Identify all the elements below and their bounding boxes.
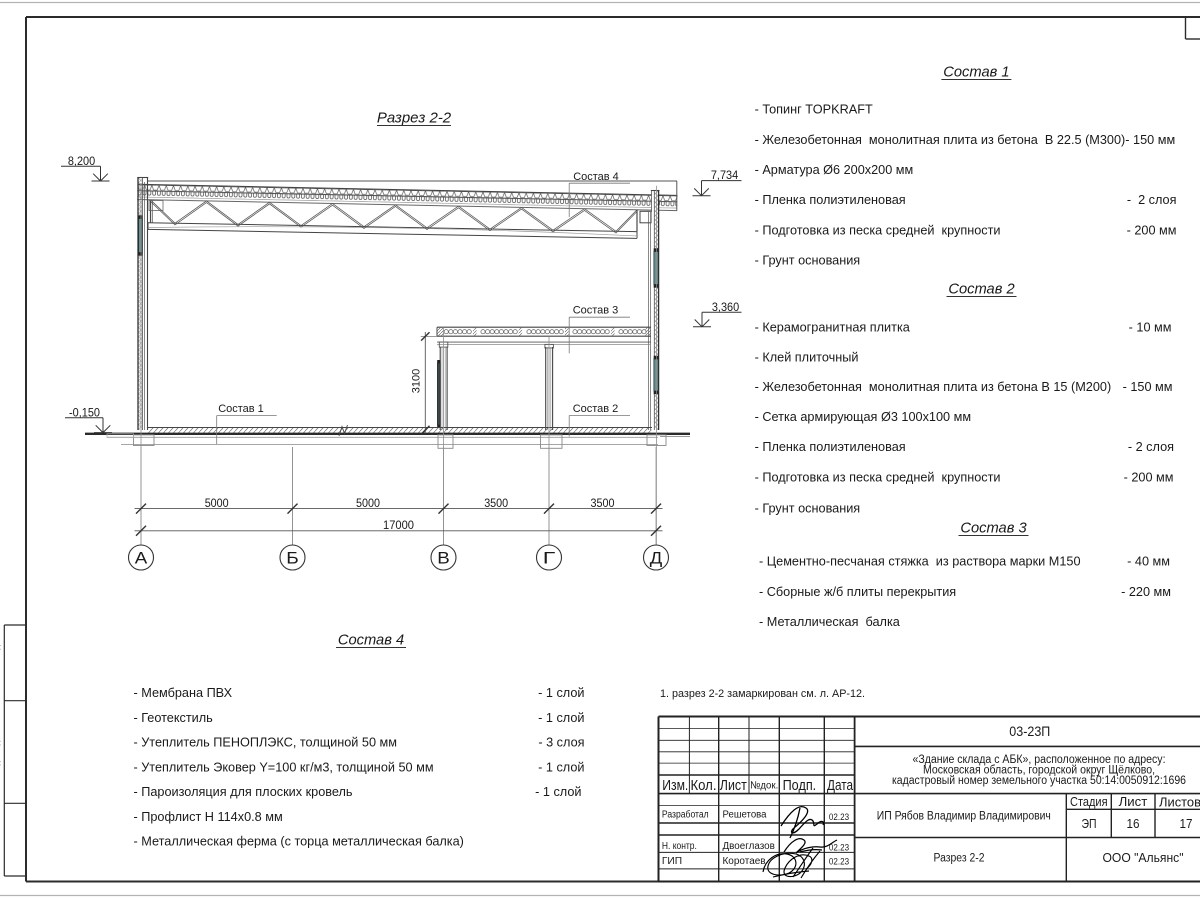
svg-text:Подп. и дата: Подп. и дата — [0, 728, 1, 776]
svg-text:Разрез 2-2: Разрез 2-2 — [377, 110, 452, 127]
svg-text:- Пароизоляция для плоских кро: - Пароизоляция для плоских кровель — [134, 785, 353, 799]
svg-text:- Подготовка из песка средней: - Подготовка из песка средней крупности — [755, 471, 1001, 485]
svg-text:- Железобетонная монолитная п: - Железобетонная монолитная плита из бет… — [755, 380, 1112, 394]
svg-text:кадастровый номер земельного у: кадастровый номер земельного участка 50:… — [892, 775, 1186, 787]
svg-text:- 1 слой: - 1 слой — [535, 785, 581, 799]
svg-text:7,734: 7,734 — [711, 168, 739, 182]
svg-text:Состав 4: Состав 4 — [573, 171, 619, 183]
svg-text:Разработал: Разработал — [662, 809, 709, 821]
svg-text:ЭП: ЭП — [1082, 816, 1097, 831]
svg-text:Лист: Лист — [720, 777, 747, 794]
svg-text:Решетова: Решетова — [723, 810, 767, 821]
svg-text:Состав 4: Состав 4 — [338, 633, 404, 649]
svg-text:В: В — [437, 550, 450, 568]
svg-text:16: 16 — [1127, 816, 1140, 831]
svg-text:3500: 3500 — [591, 496, 615, 510]
svg-text:- Геотекстиль: - Геотекстиль — [134, 711, 214, 725]
svg-text:Состав 1: Состав 1 — [943, 65, 1009, 81]
svg-text:- Керамогранитная плитка: - Керамогранитная плитка — [755, 321, 911, 335]
svg-text:- Металлическая балка: - Металлическая балка — [759, 615, 901, 629]
svg-text:- 150 мм: - 150 мм — [1123, 380, 1173, 394]
svg-text:Инв. № подл.: Инв. № подл. — [0, 638, 1, 688]
svg-text:3500: 3500 — [484, 496, 508, 510]
svg-text:- 2 слоя: - 2 слоя — [1127, 193, 1177, 207]
svg-text:03-23П: 03-23П — [1009, 724, 1050, 739]
svg-text:Разрез 2-2: Разрез 2-2 — [934, 853, 985, 865]
svg-text:Дата: Дата — [827, 777, 854, 794]
svg-text:- Цементно-песчаная стяжка из: - Цементно-песчаная стяжка из раствора м… — [759, 555, 1081, 569]
svg-text:Состав 3: Состав 3 — [573, 304, 619, 316]
svg-text:ООО "Альянс": ООО "Альянс" — [1103, 851, 1184, 865]
svg-text:3,360: 3,360 — [712, 300, 740, 314]
svg-text:Состав 1: Состав 1 — [218, 403, 264, 415]
svg-text:ГИП: ГИП — [662, 856, 682, 867]
svg-text:02.23: 02.23 — [829, 812, 849, 823]
svg-text:Листов: Листов — [1159, 795, 1200, 810]
svg-text:17000: 17000 — [383, 518, 414, 532]
svg-text:Изм.: Изм. — [662, 777, 688, 794]
svg-text:- Грунт основания: - Грунт основания — [755, 254, 861, 268]
svg-text:5000: 5000 — [356, 496, 380, 510]
svg-text:Взам. инв. №: Взам. инв. № — [0, 815, 1, 865]
svg-text:Кол.: Кол. — [691, 777, 717, 794]
svg-text:- 220 мм: - 220 мм — [1121, 585, 1171, 599]
svg-text:- 10 мм: - 10 мм — [1129, 321, 1172, 335]
svg-text:- Профлист Н 114x0.8 мм: - Профлист Н 114x0.8 мм — [134, 810, 283, 824]
svg-text:- 1 слой: - 1 слой — [538, 686, 584, 700]
svg-text:А: А — [135, 550, 148, 568]
svg-text:Московская область, городской: Московская область, городской округ Щёлк… — [923, 765, 1155, 777]
svg-text:- Железобетонная монолитная п: - Железобетонная монолитная плита из бет… — [755, 133, 1176, 147]
svg-text:02.23: 02.23 — [829, 856, 849, 867]
svg-text:- Арматура Ø6 200x200 мм: - Арматура Ø6 200x200 мм — [755, 163, 914, 177]
svg-text:- Мембрана ПВХ: - Мембрана ПВХ — [134, 686, 233, 700]
svg-text:Состав 2: Состав 2 — [573, 403, 619, 415]
svg-text:- 40 мм: - 40 мм — [1127, 555, 1170, 569]
svg-text:- Пленка полиэтиленовая: - Пленка полиэтиленовая — [755, 193, 906, 207]
svg-text:-0,150: -0,150 — [69, 405, 100, 419]
svg-text:Г: Г — [543, 550, 556, 568]
svg-text:№док.: №док. — [750, 780, 778, 792]
svg-text:- 1 слой: - 1 слой — [538, 760, 584, 774]
svg-text:- Подготовка из песка средней: - Подготовка из песка средней крупности — [755, 224, 1001, 238]
svg-text:02.23: 02.23 — [829, 842, 849, 853]
svg-text:- 3 слоя: - 3 слоя — [538, 736, 584, 750]
svg-text:Н. контр.: Н. контр. — [662, 841, 697, 852]
svg-text:Коротаев: Коротаев — [723, 856, 766, 867]
svg-text:- 200 мм: - 200 мм — [1127, 224, 1177, 238]
svg-text:- Клей плиточный: - Клей плиточный — [755, 351, 859, 365]
svg-text:Стадия: Стадия — [1070, 794, 1108, 809]
svg-text:Состав 3: Состав 3 — [960, 521, 1027, 537]
svg-text:- 200 мм: - 200 мм — [1124, 471, 1174, 485]
svg-text:- Утеплитель ПЕНОПЛЭКС, толщин: - Утеплитель ПЕНОПЛЭКС, толщиной 50 мм — [134, 736, 398, 750]
svg-text:Двоеглазов: Двоеглазов — [723, 841, 775, 852]
svg-text:- Сборные ж/б плиты перекрытия: - Сборные ж/б плиты перекрытия — [759, 585, 956, 599]
svg-text:- 2 слоя: - 2 слоя — [1128, 440, 1174, 454]
svg-text:Лист: Лист — [1119, 794, 1148, 809]
svg-text:3100: 3100 — [411, 369, 423, 393]
svg-text:5000: 5000 — [205, 496, 229, 510]
svg-text:- Металлическая ферма (с торца: - Металлическая ферма (с торца металличе… — [134, 835, 464, 849]
svg-text:Состав 2: Состав 2 — [948, 282, 1014, 298]
svg-text:- Грунт основания: - Грунт основания — [755, 502, 861, 516]
svg-text:17: 17 — [1180, 816, 1193, 831]
svg-text:- Пленка полиэтиленовая: - Пленка полиэтиленовая — [755, 440, 906, 454]
svg-text:- Сетка армирующая Ø3 100x100: - Сетка армирующая Ø3 100x100 мм — [755, 410, 971, 424]
svg-text:Подп.: Подп. — [783, 777, 817, 794]
svg-text:Д: Д — [650, 550, 663, 568]
svg-text:- Топинг TOPKRAFT: - Топинг TOPKRAFT — [755, 103, 873, 117]
svg-text:«Здание склада с АБК», располо: «Здание склада с АБК», расположенное по … — [913, 754, 1166, 766]
svg-text:- Утеплитель Эковер Y=100 кг/м: - Утеплитель Эковер Y=100 кг/м3, толщино… — [134, 760, 434, 774]
svg-text:ИП Рябов Владимир Владимирович: ИП Рябов Владимир Владимирович — [877, 811, 1051, 823]
svg-text:1. разрез 2-2 замаркирован см.: 1. разрез 2-2 замаркирован см. л. АР-12. — [660, 688, 865, 700]
svg-text:Б: Б — [286, 550, 299, 568]
svg-text:- 1 слой: - 1 слой — [538, 711, 584, 725]
svg-text:8,200: 8,200 — [68, 154, 96, 168]
